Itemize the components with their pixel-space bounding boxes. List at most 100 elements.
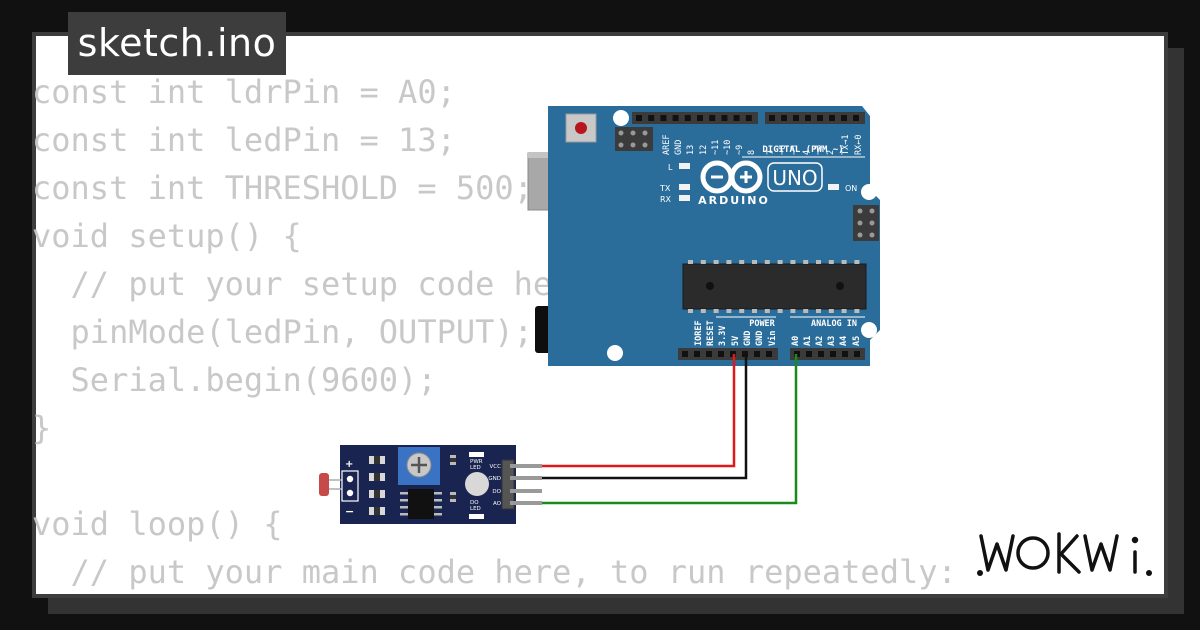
on-led-label: ON — [845, 184, 857, 193]
pin-label: A0 — [791, 336, 801, 346]
wire-gnd[interactable] — [540, 354, 748, 480]
power-header — [678, 348, 778, 360]
code-line: void setup() { — [32, 217, 302, 255]
pin-label: A5 — [852, 336, 862, 346]
rx-led — [679, 195, 690, 201]
pwr-led — [469, 452, 484, 457]
pin-label: ~10 — [723, 140, 733, 155]
pin-label: 13 — [686, 145, 696, 155]
digital-header-right — [765, 112, 865, 124]
pin-label: IOREF — [694, 320, 704, 346]
photoresistor — [319, 473, 329, 496]
bottom-header-holes — [682, 351, 860, 357]
chip-dot — [706, 282, 714, 290]
analog-header — [790, 348, 865, 360]
chip-legs — [688, 260, 860, 313]
comparator-chip — [408, 489, 434, 519]
do-led-label-2: LED — [470, 506, 481, 512]
do-led-label: DO — [470, 500, 479, 506]
code-line: const int ledPin = 13; — [32, 121, 456, 159]
sensor-plus-label: + — [345, 459, 353, 470]
wire-ao-a0[interactable] — [540, 354, 798, 505]
mounting-hole — [861, 184, 877, 200]
uno-model-label: UNO — [772, 166, 817, 190]
sensor-pin-labels: VCC GND DO AO — [488, 464, 501, 507]
pin-label: ~9 — [735, 145, 745, 155]
code-line: void loop() { — [32, 505, 283, 543]
do-led — [469, 514, 484, 519]
on-led — [828, 184, 839, 190]
pin-label: 4 — [802, 150, 812, 155]
chip-dot — [836, 282, 844, 290]
pin-label: 8 — [747, 150, 757, 155]
code-line: Serial.begin(9600); — [32, 361, 437, 399]
digital-pwm-label: DIGITAL (PWM ~) — [762, 145, 843, 155]
reset-button-cap[interactable] — [575, 122, 587, 134]
pin-label: A4 — [839, 336, 849, 346]
pin-label: GND — [674, 140, 684, 155]
ldr-sensor-module[interactable]: + − PWR LE — [319, 445, 542, 524]
pin-label: TX→1 — [841, 135, 851, 155]
ldr-socket — [341, 470, 359, 502]
arduino-logo — [700, 160, 763, 194]
pin-label: ~5 — [790, 145, 800, 155]
pin-label: A2 — [815, 336, 825, 346]
pin-label: ~3 — [814, 145, 824, 155]
icsp-header — [615, 127, 653, 151]
wire-vcc-5v[interactable] — [540, 354, 736, 468]
pwr-led-label: PWR — [470, 459, 483, 465]
code-line: pinMode(ledPin, OUTPUT); — [32, 313, 533, 351]
tx-led — [679, 184, 690, 190]
code-line: const int ldrPin = A0; — [32, 73, 456, 111]
tx-led-label: TX — [659, 184, 671, 193]
code-line: const int THRESHOLD = 500; — [32, 169, 533, 207]
pin-label: A1 — [803, 336, 813, 346]
sensor-pin-label-ao: AO — [493, 501, 502, 507]
mounting-hole — [861, 322, 877, 338]
pin-label: A3 — [827, 336, 837, 346]
pin-label: AREF — [662, 135, 672, 155]
file-tab-sketch[interactable]: sketch.ino — [68, 12, 286, 75]
pin-label: Vin — [767, 331, 778, 346]
pin-label: 7 — [766, 150, 776, 155]
code-line: } — [32, 409, 52, 447]
mounting-hole — [613, 110, 629, 126]
light-sensor-disc — [465, 472, 489, 496]
sensor-minus-label: − — [345, 505, 354, 518]
pin-label: GND — [743, 331, 753, 346]
pin-label: 3.3V — [718, 326, 728, 346]
code-line: // put your main code here, to run repea… — [32, 553, 957, 591]
wokwi-logo[interactable] — [975, 526, 1155, 580]
sensor-pin-vcc[interactable] — [510, 464, 542, 468]
rx-led-label: RX — [660, 195, 672, 204]
mounting-hole — [607, 345, 623, 361]
sensor-pin-do[interactable] — [510, 489, 542, 493]
pin-label: ~6 — [778, 145, 788, 155]
pin-label: 2 — [826, 150, 836, 155]
pin-label: GND — [755, 331, 765, 346]
pin-label: 12 — [699, 145, 709, 155]
pwr-led-label-2: LED — [470, 465, 481, 471]
analog-in-label: ANALOG IN — [811, 319, 857, 329]
sensor-pin-label-do: DO — [492, 489, 501, 495]
uno-badge — [767, 162, 823, 192]
icsp-header-right — [853, 205, 879, 241]
l-led-label: L — [668, 163, 673, 172]
pin-label: RX←0 — [854, 135, 864, 155]
sensor-pin-header — [501, 459, 515, 510]
sensor-pin-gnd[interactable] — [510, 476, 542, 480]
pin-label: ~11 — [711, 140, 721, 155]
digital-header-holes — [636, 115, 859, 121]
sensor-pin-label-gnd: GND — [488, 476, 501, 482]
power-label: POWER — [749, 319, 775, 329]
l-led — [679, 163, 690, 169]
sensor-pin-ao[interactable] — [510, 501, 542, 505]
sensor-pin-label-vcc: VCC — [490, 464, 502, 470]
arduino-brand-label: ARDUINO — [698, 194, 770, 207]
pin-label: 5V — [731, 336, 741, 346]
